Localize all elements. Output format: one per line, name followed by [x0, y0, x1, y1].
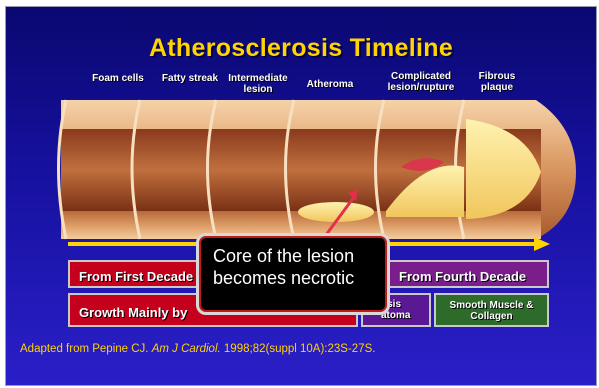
citation-prefix: Adapted from Pepine CJ.: [20, 343, 152, 355]
timeline-arrow-head: [534, 237, 550, 251]
bar-smooth-muscle-collagen: Smooth Muscle & Collagen: [434, 293, 549, 327]
citation: Adapted from Pepine CJ. Am J Cardiol. 19…: [20, 343, 375, 355]
slide: Atherosclerosis Timeline Foam cells Fatt…: [5, 6, 597, 386]
citation-suffix: 1998;82(suppl 10A):23S-27S.: [221, 343, 376, 355]
callout-necrotic-core: Core of the lesion becomes necrotic: [196, 233, 390, 315]
citation-journal: Am J Cardiol.: [152, 343, 221, 355]
artery-illustration: [6, 7, 596, 385]
